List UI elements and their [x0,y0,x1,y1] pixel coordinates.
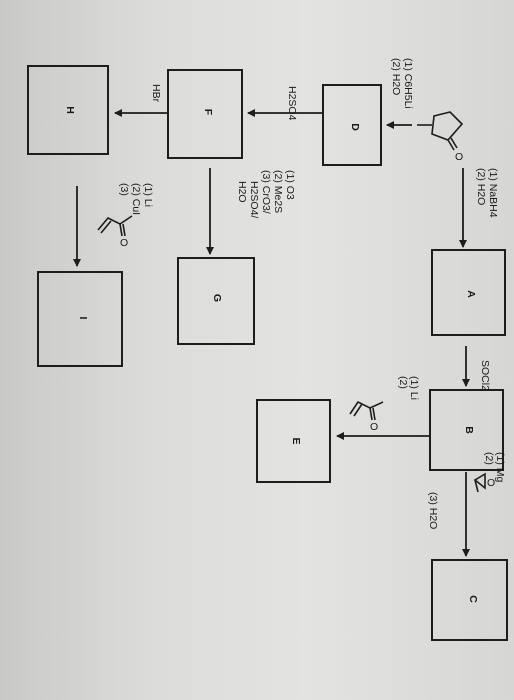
box-a-label: A [465,290,477,298]
box-d-label: D [349,123,361,131]
reagent-to-i-1: (1) Li [142,183,154,207]
reagent-to-g-5: H2O [236,181,248,203]
reagent-to-c-2: (2) [483,452,495,465]
box-h-label: H [64,106,76,114]
box-e [256,399,331,483]
reagent-to-h: HBr [150,84,162,103]
reagent-to-g-4: H2SO4/ [248,181,260,218]
reagent-to-d-1: (1) C6H5Li [402,58,414,109]
box-b [429,389,504,471]
reagent-to-g-2: (2) Me2S [272,170,284,213]
reagent-to-a-1: (1) NaBH4 [487,168,499,218]
methyl-vinyl-ketone-icon: O [349,400,384,433]
reagent-to-g-1: (1) O3 [284,170,296,200]
box-i-label: I [77,317,89,320]
reagent-to-c-1: (1) Mg [494,452,506,482]
svg-text:O: O [120,237,128,249]
reagent-to-e-2: (2) [397,376,409,389]
box-g-label: G [211,294,223,302]
methyl-vinyl-ketone-icon: O [97,215,133,249]
reagents-to-g: (1) O3 (2) Me2S (3) CrO3/ H2SO4/ H2O [236,170,296,218]
reagent-to-g-3: (3) CrO3/ [260,170,272,214]
box-a [431,249,506,336]
box-h [27,65,109,155]
reagent-to-i-3: (3) [118,183,130,196]
cyclopentanone-icon: O [431,111,463,163]
svg-text:O: O [370,421,378,433]
reagent-to-c-3: (3) H2O [427,492,439,529]
reagents-to-d: (1) C6H5Li (2) H2O [390,58,414,109]
svg-text:O: O [455,151,463,163]
reagents-to-i: (1) Li (2) CuI (3) [118,183,154,215]
reagent-to-e-1: (1) Li [408,376,420,400]
svg-text:O: O [487,477,495,489]
reagents-to-a: (1) NaBH4 (2) H2O [475,168,499,218]
reagent-to-a-2: (2) H2O [475,168,487,205]
box-f-label: F [202,109,214,116]
box-b-label: B [463,426,475,434]
reagent-to-b: SOCl2 [479,360,491,391]
box-c [431,559,508,641]
box-f [167,69,243,159]
box-c-label: C [467,595,479,603]
reagent-to-i-2: (2) CuI [130,183,142,215]
box-i [37,271,123,367]
reagent-to-f: H2SO4 [286,86,298,121]
reagent-to-d-2: (2) H2O [390,58,402,95]
box-e-label: E [290,437,302,444]
box-d [322,84,382,166]
box-g [177,257,255,345]
epoxide-icon: O [473,472,495,493]
